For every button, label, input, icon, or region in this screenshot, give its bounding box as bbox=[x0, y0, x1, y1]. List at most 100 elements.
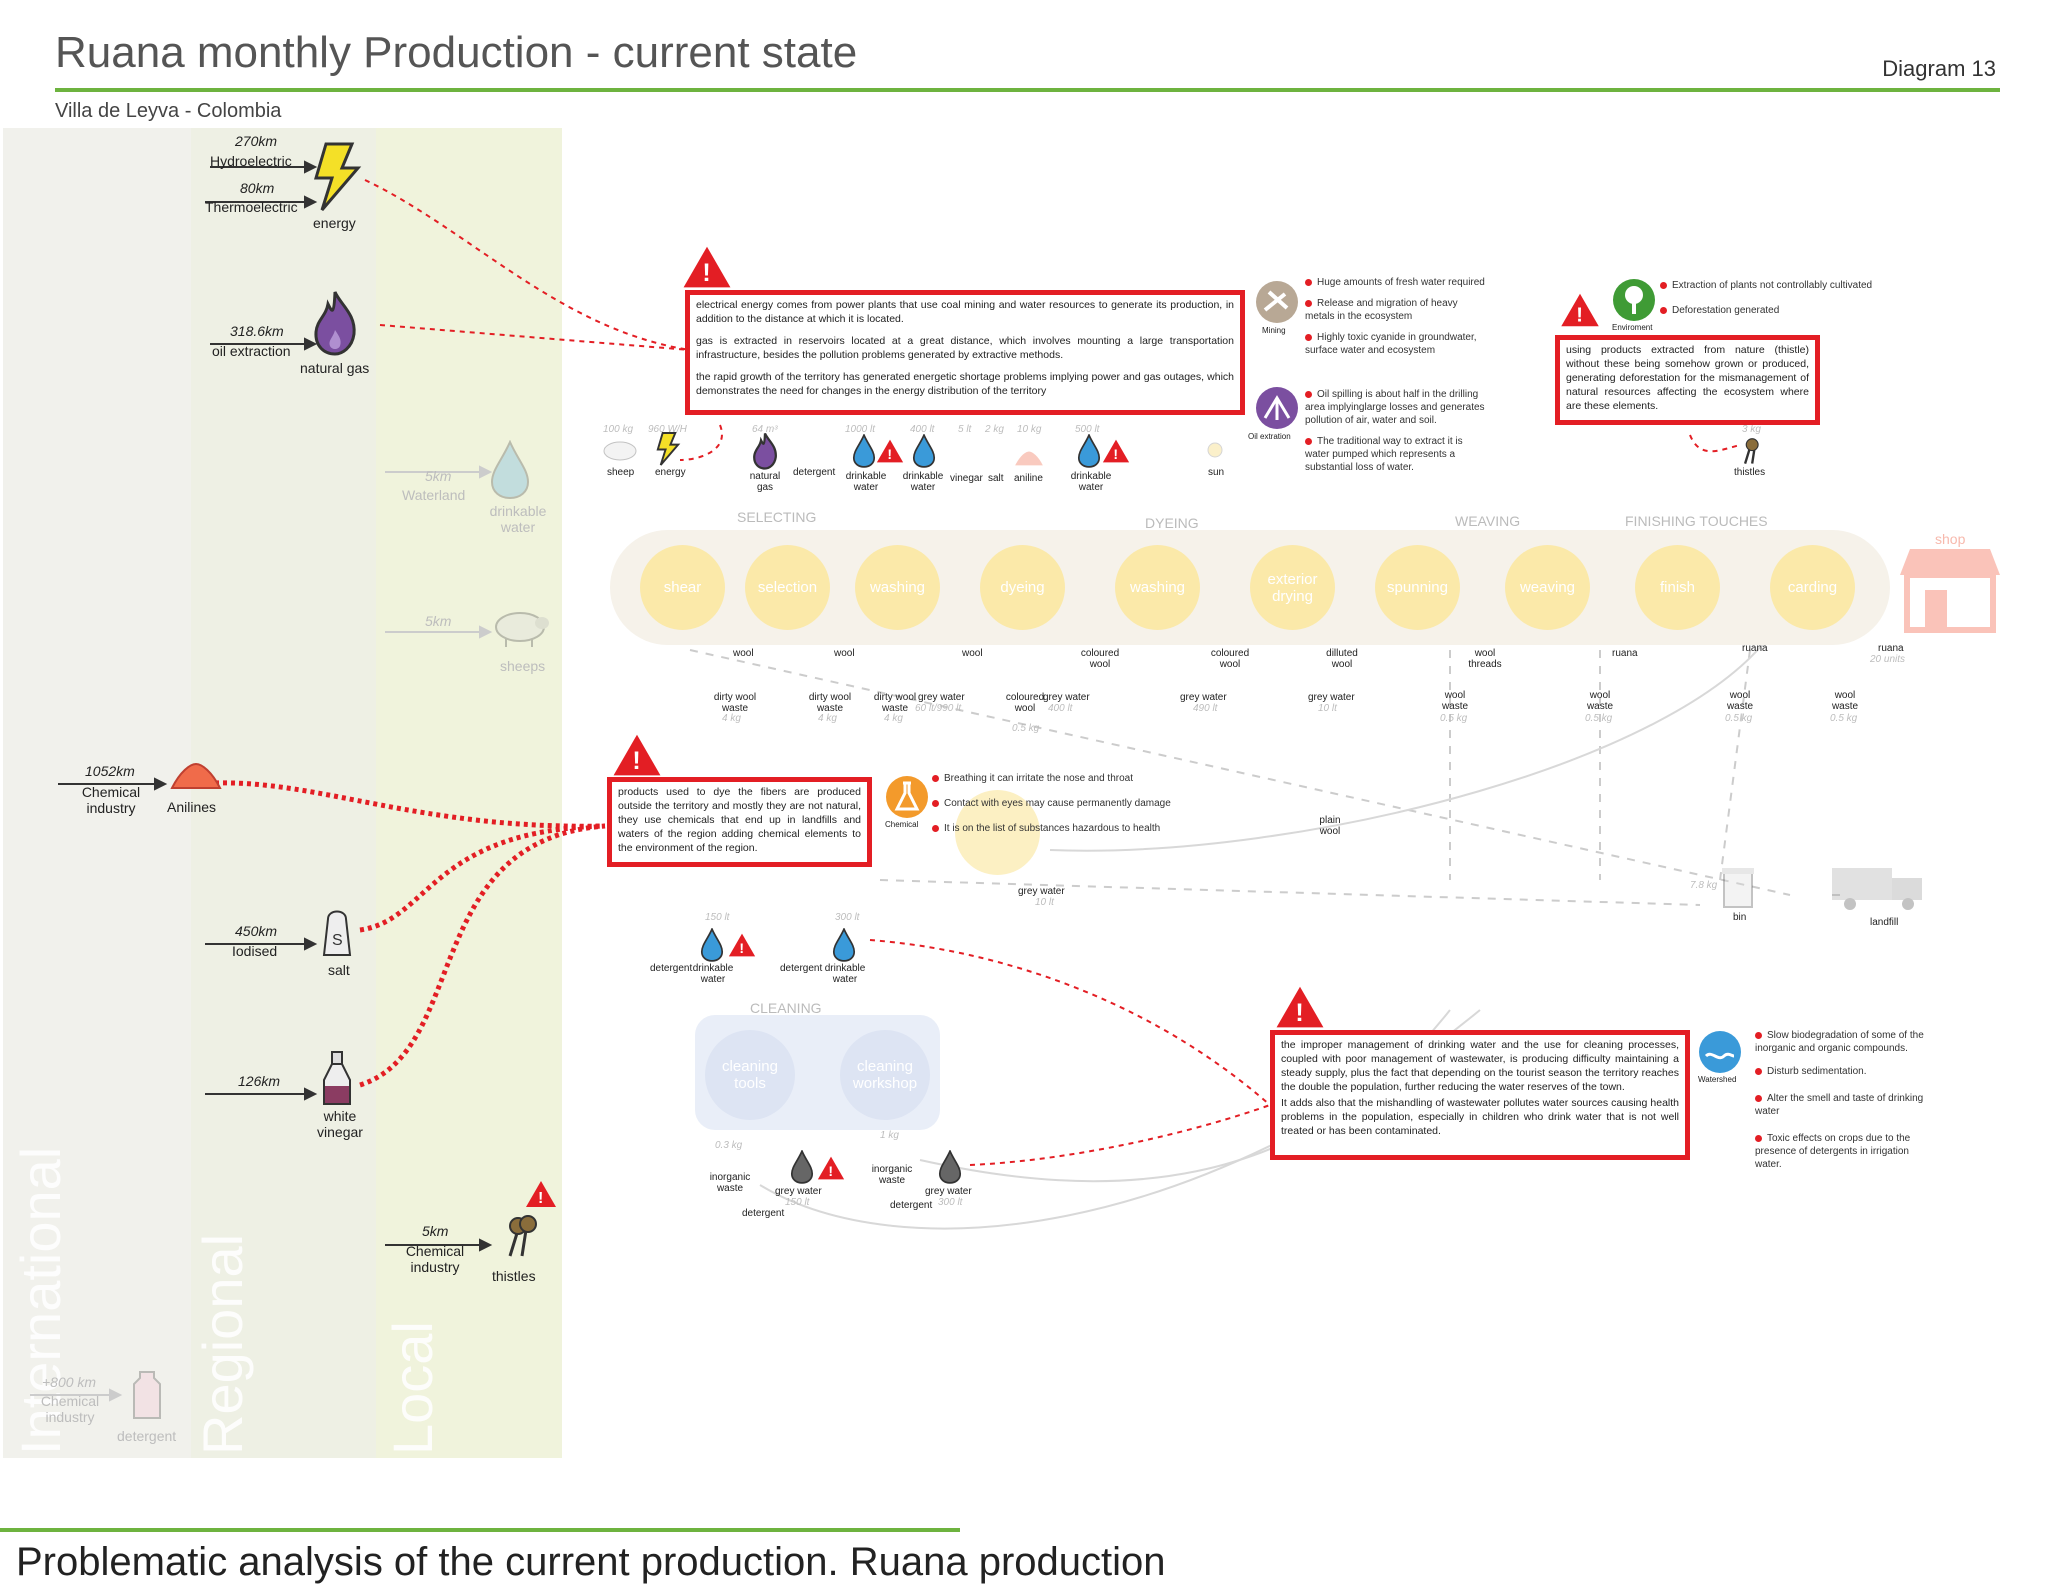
process-dyeing: dyeing bbox=[980, 545, 1065, 630]
water-source-label: Waterland bbox=[402, 487, 466, 503]
stage-dyeing: DYEING bbox=[1145, 515, 1199, 531]
figure-caption: Problematic analysis of the current prod… bbox=[16, 1540, 1166, 1584]
cleaning-tools: cleaning tools bbox=[705, 1030, 795, 1120]
hydro-label: Hydroelectric bbox=[210, 153, 292, 169]
salt-distance: 450km bbox=[235, 923, 278, 939]
mining-label: Mining bbox=[1262, 326, 1286, 335]
caption-rule bbox=[0, 1528, 960, 1532]
input-qty-energy: 960 W/H bbox=[648, 424, 687, 435]
out-grey-water-qty-4: 10 lt bbox=[1318, 703, 1337, 714]
cleaning-workshop: cleaning workshop bbox=[840, 1030, 930, 1120]
sheep-icon bbox=[495, 612, 549, 647]
svg-text:!: ! bbox=[702, 259, 710, 287]
out-dilluted-wool: dilluted wool bbox=[1326, 648, 1358, 670]
out-grey-water-2: grey water bbox=[1043, 692, 1090, 703]
salt-label: salt bbox=[328, 962, 350, 978]
detergent-distance: +800 km bbox=[42, 1374, 97, 1390]
gas-small-icon bbox=[753, 432, 777, 470]
out-grey-water-5: grey water bbox=[1018, 886, 1065, 897]
cleaning-detergent-3: detergent bbox=[742, 1208, 785, 1219]
out-dirty-wool-qty-1: 4 kg bbox=[722, 713, 741, 724]
cleaning-water-label-1: drinkable water bbox=[692, 963, 734, 985]
watershed-bullets: Slow biodegradation of some of the inorg… bbox=[1755, 1029, 1930, 1171]
svg-text:!: ! bbox=[632, 747, 640, 775]
input-sun-label: sun bbox=[1208, 467, 1225, 478]
page-title: Ruana monthly Production - current state bbox=[55, 28, 858, 77]
oil-label: oil extraction bbox=[212, 343, 291, 359]
out-dirty-wool-3: dirty wool waste bbox=[873, 692, 917, 714]
environment-bullet-2: Deforestation generated bbox=[1672, 305, 1780, 316]
mining-icon bbox=[1256, 281, 1298, 323]
input-aniline-label: aniline bbox=[1014, 473, 1043, 484]
aniline-small-icon bbox=[1015, 451, 1043, 466]
out-coloured-wool-3: coloured wool bbox=[1210, 648, 1250, 670]
watershed-label: Watershed bbox=[1698, 1075, 1737, 1084]
water-alert-text-1: the improper management of drinking wate… bbox=[1281, 1039, 1679, 1093]
input-qty-salt: 2 kg bbox=[985, 424, 1004, 435]
alert-small-icon-1: ! bbox=[876, 439, 904, 463]
water-drop-icon bbox=[490, 440, 530, 500]
process-washing-2: washing bbox=[1115, 545, 1200, 630]
mining-bullet-3: Highly toxic cyanide in groundwater, sur… bbox=[1305, 332, 1477, 356]
process-shear: shear bbox=[640, 545, 725, 630]
detergent-source-label2: detergent bbox=[117, 1428, 177, 1444]
cleaning-alert-icon-1: ! bbox=[728, 933, 756, 957]
cleaning-water-icon-2 bbox=[832, 928, 856, 962]
environment-alert-icon: ! bbox=[1561, 293, 1599, 327]
chemical-alert-text: products used to dye the fibers are prod… bbox=[618, 786, 861, 854]
cleaning-waste-qty-1: 0.3 kg bbox=[715, 1140, 743, 1151]
vinegar-distance: 126km bbox=[238, 1073, 281, 1089]
band-international bbox=[3, 128, 191, 1458]
input-salt-label: salt bbox=[988, 473, 1004, 484]
water-small-icon-3 bbox=[1077, 434, 1101, 468]
input-sheep-label: sheep bbox=[607, 467, 635, 478]
out-grey-water-qty-2: 400 lt bbox=[1048, 703, 1073, 714]
process-exterior-drying: exterior drying bbox=[1250, 545, 1335, 630]
out-dirty-wool-qty-2: 4 kg bbox=[818, 713, 837, 724]
out-ruana-1: ruana bbox=[1612, 648, 1638, 659]
input-qty-gas: 64 m³ bbox=[752, 424, 778, 435]
process-spunning: spunning bbox=[1375, 545, 1460, 630]
cleaning-qty-1: 150 lt bbox=[705, 912, 730, 923]
oil-bullet-1: Oil spilling is about half in the drilli… bbox=[1305, 389, 1485, 426]
water-alert-text-2: It adds also that the mishandling of was… bbox=[1281, 1097, 1679, 1137]
svg-text:!: ! bbox=[739, 940, 744, 956]
shop-label: shop bbox=[1935, 531, 1966, 547]
energy-label: energy bbox=[313, 215, 356, 231]
out-ruana-2: ruana bbox=[1742, 643, 1768, 654]
input-qty-water1: 1000 lt bbox=[845, 424, 876, 435]
out-wool-2: wool bbox=[834, 648, 855, 659]
process-exterior-drying-2 bbox=[955, 790, 1040, 875]
watershed-bullet-3: Alter the smell and taste of drinking wa… bbox=[1755, 1093, 1924, 1117]
cleaning-detergent-1: detergent bbox=[650, 963, 693, 974]
input-qty-thistles: 3 kg bbox=[1742, 424, 1761, 435]
out-coloured-wool-1: coloured wool bbox=[1005, 692, 1045, 714]
title-rule bbox=[55, 88, 2000, 92]
out-wool-waste-qty-3: 0.5 kg bbox=[1585, 713, 1613, 724]
process-carding: carding bbox=[1770, 545, 1855, 630]
anilines-label: Anilines bbox=[167, 799, 217, 815]
alert-small-icon-3: ! bbox=[1102, 439, 1130, 463]
out-wool-threads: wool threads bbox=[1468, 648, 1502, 670]
cleaning-qty-2: 300 lt bbox=[835, 912, 860, 923]
input-qty-water2: 400 lt bbox=[910, 424, 935, 435]
thistle-distance: 5km bbox=[422, 1223, 449, 1239]
input-qty-sheep: 100 kg bbox=[603, 424, 634, 435]
grey-water-icon-2 bbox=[938, 1150, 962, 1184]
out-wool-waste-2: wool waste bbox=[1586, 690, 1614, 712]
out-grey-water-qty-5: 10 lt bbox=[1035, 897, 1054, 908]
water-small-icon-2 bbox=[912, 434, 936, 468]
oil-extraction-icon bbox=[1256, 387, 1298, 429]
anilines-pile-icon bbox=[170, 762, 222, 789]
svg-text:!: ! bbox=[1576, 304, 1583, 326]
chem-label: Chemical industry bbox=[81, 784, 141, 816]
cleaning-waste-qty-2: 1 kg bbox=[880, 1130, 899, 1141]
svg-text:!: ! bbox=[887, 446, 892, 462]
chemical-alert-box: products used to dye the fibers are prod… bbox=[607, 777, 872, 867]
input-energy-label: energy bbox=[655, 467, 686, 478]
hydro-distance: 270km bbox=[235, 133, 278, 149]
watershed-bullet-2: Disturb sedimentation. bbox=[1767, 1066, 1867, 1077]
shop-icon bbox=[1900, 549, 2000, 633]
landfill-truck-icon bbox=[1832, 868, 1922, 910]
environment-alert-box: using products extracted from nature (th… bbox=[1555, 335, 1820, 425]
